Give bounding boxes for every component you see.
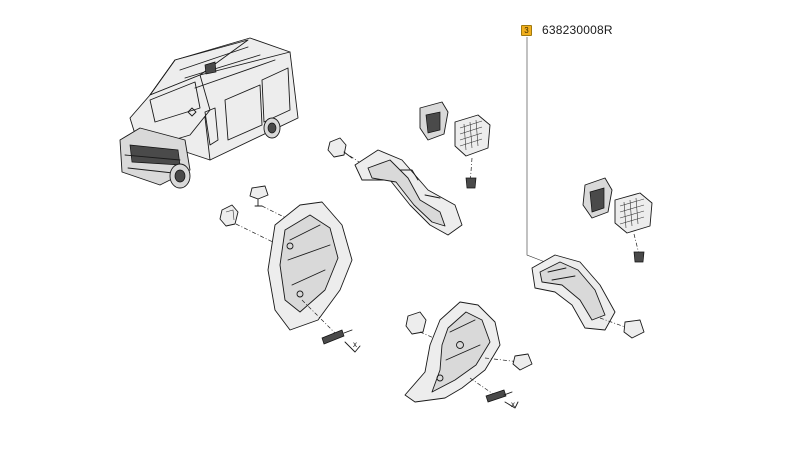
part-number-label[interactable]: 638230008R bbox=[542, 23, 613, 37]
grille-icon bbox=[454, 114, 491, 157]
cross-marker: x bbox=[353, 340, 357, 349]
clip-icon bbox=[249, 185, 269, 200]
front-left-liner-assembly: x bbox=[219, 185, 361, 353]
clip-icon bbox=[623, 319, 645, 339]
callout-leader-line bbox=[526, 37, 546, 263]
clip-icon bbox=[219, 204, 239, 227]
callout-index-badge[interactable]: 3 bbox=[521, 25, 532, 36]
cross-marker: x bbox=[511, 400, 515, 409]
van-illustration bbox=[119, 37, 299, 189]
grille-icon bbox=[614, 192, 653, 234]
front-right-liner-assembly bbox=[327, 101, 491, 236]
clip-icon bbox=[405, 311, 427, 335]
front-lower-liner-assembly: x bbox=[404, 301, 533, 409]
clip-icon bbox=[327, 137, 347, 158]
rear-wheel-arch-liner-assembly[interactable] bbox=[531, 177, 653, 339]
clip-icon bbox=[512, 353, 533, 371]
